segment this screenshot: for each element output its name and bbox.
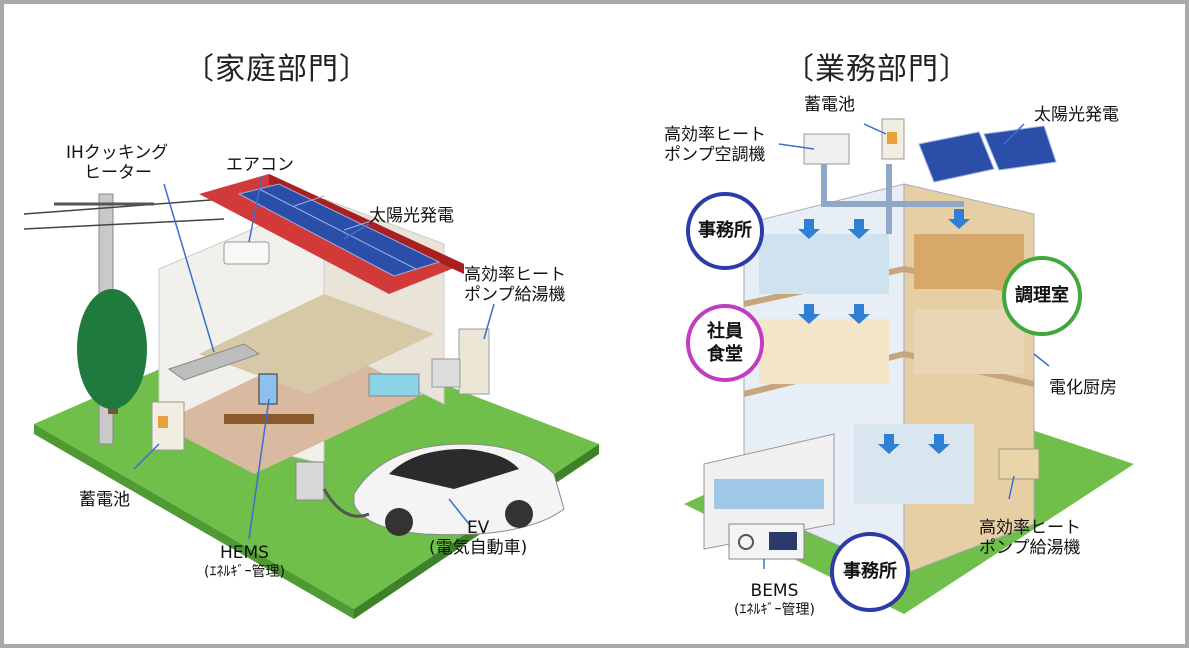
office-room-bottom <box>854 424 974 504</box>
office-room-top <box>759 234 889 294</box>
home-illustration <box>24 174 599 619</box>
label-hp-aircon: 高効率ヒート ポンプ空調機 <box>664 125 766 165</box>
business-sector-heading: 〔業務部門〕 <box>784 52 970 87</box>
cafeteria-line2: 食堂 <box>707 344 743 365</box>
label-home-solar: 太陽光発電 <box>369 206 454 226</box>
tree <box>77 289 147 409</box>
business-solar-panels <box>918 131 995 183</box>
label-heatpump-water-heater: 高効率ヒート ポンプ給湯機 <box>464 265 566 305</box>
label-ev-line2: (電気自動車) <box>429 537 528 558</box>
heatpump-water-heater <box>458 328 490 395</box>
label-hp-line1: 高効率ヒート <box>464 265 566 285</box>
kitchen-room <box>914 309 1024 374</box>
home-sector-heading: 〔家庭部門〕 <box>184 52 370 87</box>
label-electric-kitchen: 電化厨房 <box>1049 378 1117 398</box>
label-ih-line2: ヒーター <box>84 162 152 183</box>
label-ev-line1: EV <box>466 518 490 538</box>
label-home-battery: 蓄電池 <box>79 490 130 510</box>
label-hp-water-heater: 高効率ヒート ポンプ給湯機 <box>979 518 1081 558</box>
label-bems-line1: BEMS <box>750 581 799 601</box>
business-illustration <box>684 118 1134 614</box>
label-hp-line2: ポンプ給湯機 <box>464 284 566 305</box>
label-hpw-line2: ポンプ給湯機 <box>979 537 1081 558</box>
label-bems: BEMS (ｴﾈﾙｷﾞｰ管理) <box>734 581 815 618</box>
circle-cooking-room: 調理室 <box>1002 256 1082 336</box>
dining-table <box>224 414 314 424</box>
label-ih-line1: IHクッキング <box>66 143 169 163</box>
label-bems-line2: (ｴﾈﾙｷﾞｰ管理) <box>734 601 815 618</box>
label-ev: EV (電気自動車) <box>429 518 528 558</box>
house-floor <box>159 344 424 474</box>
label-hems: HEMS (ｴﾈﾙｷﾞｰ管理) <box>204 543 285 580</box>
label-hpac-line1: 高効率ヒート <box>664 125 766 145</box>
label-hpac-line2: ポンプ空調機 <box>664 144 766 165</box>
label-business-battery: 蓄電池 <box>804 95 855 115</box>
circle-office-top: 事務所 <box>686 192 764 270</box>
label-hems-line2: (ｴﾈﾙｷﾞｰ管理) <box>204 563 285 580</box>
bathtub <box>368 373 420 397</box>
cafeteria-room <box>759 319 889 384</box>
hp-water-heater-unit <box>998 448 1040 480</box>
circle-cafeteria: 社員 食堂 <box>686 304 764 382</box>
home-battery <box>151 401 185 451</box>
label-hpw-line1: 高効率ヒート <box>979 518 1081 538</box>
label-ih-cooking-heater: IHクッキング ヒーター <box>66 143 169 183</box>
aircon-unit <box>223 241 270 265</box>
label-aircon: エアコン <box>226 155 294 175</box>
label-business-solar: 太陽光発電 <box>1034 105 1119 125</box>
cafeteria-line1: 社員 <box>707 320 743 342</box>
label-hems-line1: HEMS <box>219 543 269 563</box>
circle-office-bottom: 事務所 <box>830 532 910 612</box>
ih-cooktop <box>167 343 261 381</box>
